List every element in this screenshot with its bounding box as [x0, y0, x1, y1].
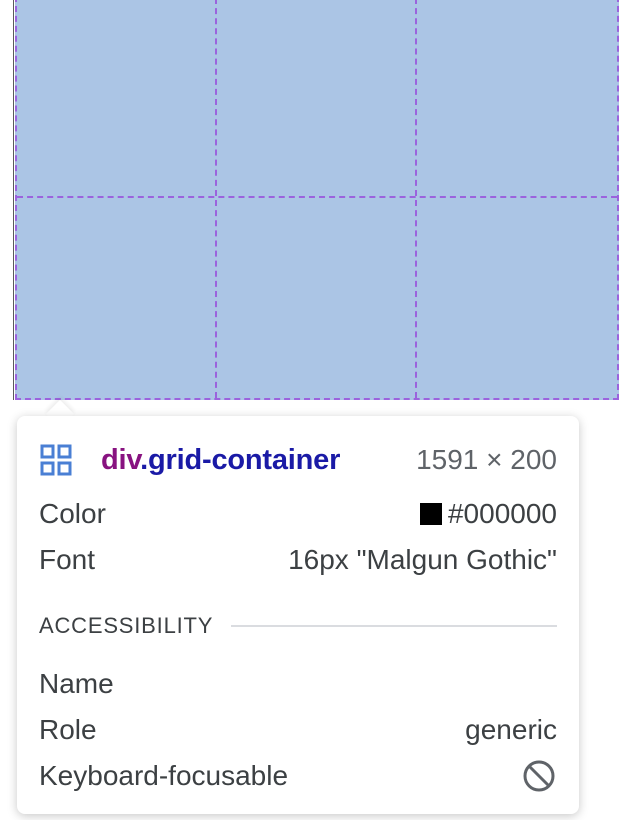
tooltip-header: div.grid-container 1591 × 200	[39, 440, 557, 480]
color-value: #000000	[447, 498, 557, 529]
color-swatch	[419, 503, 442, 525]
color-property-row: Color #000000	[39, 494, 557, 534]
name-label: Name	[39, 668, 114, 699]
accessibility-role-row: Role generic	[39, 710, 557, 750]
keyboard-focusable-label: Keyboard-focusable	[39, 760, 289, 791]
role-value: generic	[465, 714, 557, 745]
element-class: .grid-container	[140, 443, 341, 476]
font-property-row: Font 16px "Malgun Gothic"	[39, 540, 557, 580]
section-divider	[231, 625, 557, 627]
font-value: 16px "Malgun Gothic"	[288, 544, 557, 575]
font-label: Font	[39, 544, 96, 575]
grid-row-line	[17, 196, 617, 198]
keyboard-focusable-row: Keyboard-focusable	[39, 756, 557, 796]
not-allowed-icon	[521, 758, 557, 794]
accessibility-section-header: ACCESSIBILITY	[39, 608, 557, 644]
color-value-wrap: #000000	[419, 498, 557, 530]
tooltip-arrow-cover	[44, 416, 76, 430]
grid-container-highlight	[15, 0, 619, 400]
accessibility-name-row: Name	[39, 664, 557, 704]
grid-column-line	[215, 0, 217, 398]
inspect-tooltip: div.grid-container 1591 × 200 Color #000…	[17, 416, 579, 814]
grid-layout-icon	[39, 443, 73, 477]
page-edge-rule	[13, 0, 14, 400]
grid-column-line	[415, 0, 417, 398]
color-label: Color	[39, 498, 106, 529]
role-label: Role	[39, 714, 97, 745]
accessibility-title: ACCESSIBILITY	[39, 613, 214, 638]
element-dimensions: 1591 × 200	[416, 444, 557, 475]
element-selector: div.grid-container	[101, 444, 340, 477]
element-tag: div	[101, 443, 141, 476]
